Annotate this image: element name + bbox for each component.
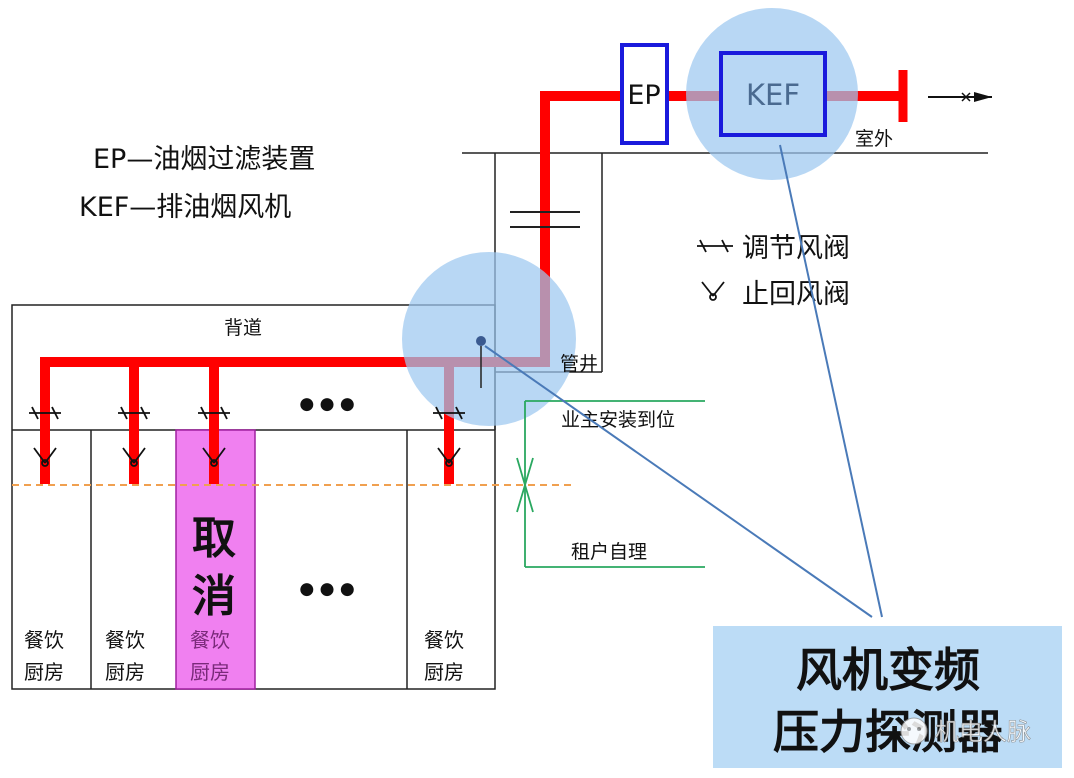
watermark-text: 机电人脉 bbox=[935, 718, 1031, 746]
leader-line-to-sensor bbox=[484, 345, 873, 618]
svg-text:厨房: 厨房 bbox=[190, 660, 230, 684]
legend-check-damper-label: 止回风阀 bbox=[742, 279, 850, 310]
outflow-arrow-icon bbox=[928, 92, 992, 102]
watermark: 机电人脉 bbox=[900, 717, 1031, 746]
kitchen-label: 餐饮 厨房 bbox=[24, 628, 64, 684]
svg-text:厨房: 厨房 bbox=[105, 660, 145, 684]
pipe-shaft-label: 管井 bbox=[560, 353, 598, 375]
callout-line-1: 风机变频 bbox=[796, 643, 980, 697]
check-damper-icon bbox=[33, 447, 461, 467]
owner-installed-label: 业主安装到位 bbox=[561, 409, 675, 431]
legend-ep-definition: EP—油烟过滤装置 bbox=[93, 144, 315, 175]
kitchen-label: 餐饮 厨房 bbox=[105, 628, 145, 684]
ellipsis-lower: ● ● ● bbox=[299, 579, 354, 599]
back-corridor-label: 背道 bbox=[224, 317, 262, 339]
cancelled-label: 取消 bbox=[192, 513, 236, 622]
kef-fan-box bbox=[719, 51, 827, 137]
svg-text:餐饮: 餐饮 bbox=[424, 628, 464, 652]
ep-filter-label: EP bbox=[627, 80, 660, 111]
kef-fan-label: KEF bbox=[746, 78, 800, 112]
sensor-highlight-circle bbox=[402, 252, 576, 426]
legend-check-damper-icon bbox=[701, 281, 725, 301]
kitchen-label-cancelled: 餐饮 厨房 bbox=[190, 628, 230, 684]
callout-box bbox=[713, 626, 1062, 768]
regulating-damper-icon bbox=[29, 406, 465, 420]
pressure-sensor-icon bbox=[476, 336, 486, 346]
tenant-managed-label: 租户自理 bbox=[571, 541, 647, 563]
legend-regulating-damper-label: 调节风阀 bbox=[742, 233, 850, 264]
leader-line-to-kef bbox=[779, 144, 883, 618]
ep-filter-box bbox=[620, 43, 669, 145]
legend-regulating-damper-icon bbox=[697, 239, 733, 253]
ellipsis-upper: ● ● ● bbox=[299, 394, 354, 414]
svg-text:餐饮: 餐饮 bbox=[105, 628, 145, 652]
svg-text:厨房: 厨房 bbox=[24, 660, 64, 684]
svg-text:厨房: 厨房 bbox=[424, 660, 464, 684]
kitchen-label: 餐饮 厨房 bbox=[424, 628, 464, 684]
outdoor-label: 室外 bbox=[855, 128, 893, 150]
svg-text:餐饮: 餐饮 bbox=[190, 628, 230, 652]
svg-text:餐饮: 餐饮 bbox=[24, 628, 64, 652]
callout-line-2: 压力探测器 bbox=[773, 705, 1004, 759]
responsibility-bracket bbox=[516, 400, 705, 568]
legend-kef-definition: KEF—排油烟风机 bbox=[79, 192, 291, 223]
